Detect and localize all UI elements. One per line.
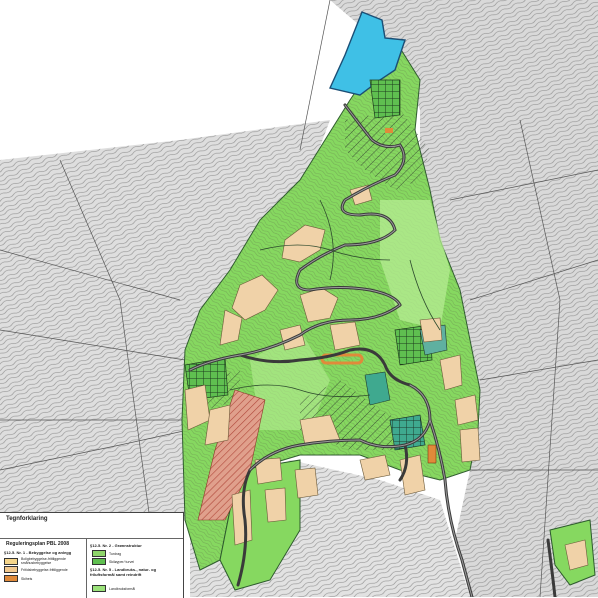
orange-lift-station-1	[427, 444, 437, 464]
contour-terrain-west-lines	[0, 120, 330, 540]
legend-item-boligbebyggelse: Boligbebyggelse-frittliggende småhusbeby…	[4, 557, 84, 565]
legend-swatch-landbruk	[92, 585, 106, 592]
legend-item-label: Turdrag	[109, 551, 122, 556]
hatched-zone-north	[345, 110, 430, 190]
legend-item-label: Landbruksformål	[109, 586, 136, 591]
legend-swatch-skiheis	[4, 575, 18, 582]
legend-item-label: Skiheis	[21, 576, 33, 581]
legend-title: Tegnforklaring	[6, 516, 48, 522]
contour-terrain-east-lines	[330, 0, 598, 597]
trail-lines	[229, 199, 441, 398]
legend-swatch-turdrag	[92, 550, 106, 557]
grid-zone-north	[369, 79, 401, 119]
legend-item-label: Skiløyper/ turvei	[109, 559, 135, 564]
light-green-zone-1	[380, 200, 450, 330]
legend-item-skiloyper: Skiløyper/ turvei	[92, 558, 180, 565]
blue-area-polygon	[329, 11, 406, 96]
legend-swatch-fritidsbebyggelse	[4, 566, 18, 573]
legend-plan-title: Reguleringsplan PBL 2008	[6, 541, 69, 547]
legend-swatch-skiloyper	[92, 558, 106, 565]
road-network-inner	[189, 104, 473, 597]
legend-column-divider	[86, 538, 87, 598]
legend-section-5-title: §12-5. Nr. 5 - Landbruks-, natur- og fri…	[90, 567, 157, 577]
legend-item-landbruk: Landbruksformål	[92, 585, 180, 592]
legend-item-turdrag: Turdrag	[92, 550, 180, 557]
legend-section-1-title: §12-5. Nr. 1 - Bebyggelse og anlegg	[4, 550, 72, 555]
legend-section-2-title: §12-5. Nr. 2 - Grønnstruktur	[90, 543, 142, 548]
legend-item-fritidsbebyggelse: Fritidsbebyggelse-frittliggende	[4, 566, 84, 573]
cabin-plots	[184, 184, 589, 571]
legend-item-skiheis: Skiheis	[4, 575, 84, 582]
ski-slope-red	[197, 389, 266, 521]
legend-divider	[0, 538, 183, 539]
map-legend: Tegnforklaring Reguleringsplan PBL 2008 …	[0, 512, 184, 598]
legend-item-label: Boligbebyggelse-frittliggende småhusbeby…	[21, 557, 66, 565]
legend-swatch-boligbebyggelse	[4, 557, 18, 565]
legend-item-label: Fritidsbebyggelse-frittliggende	[21, 567, 68, 572]
orange-lift-station-3	[385, 128, 393, 133]
